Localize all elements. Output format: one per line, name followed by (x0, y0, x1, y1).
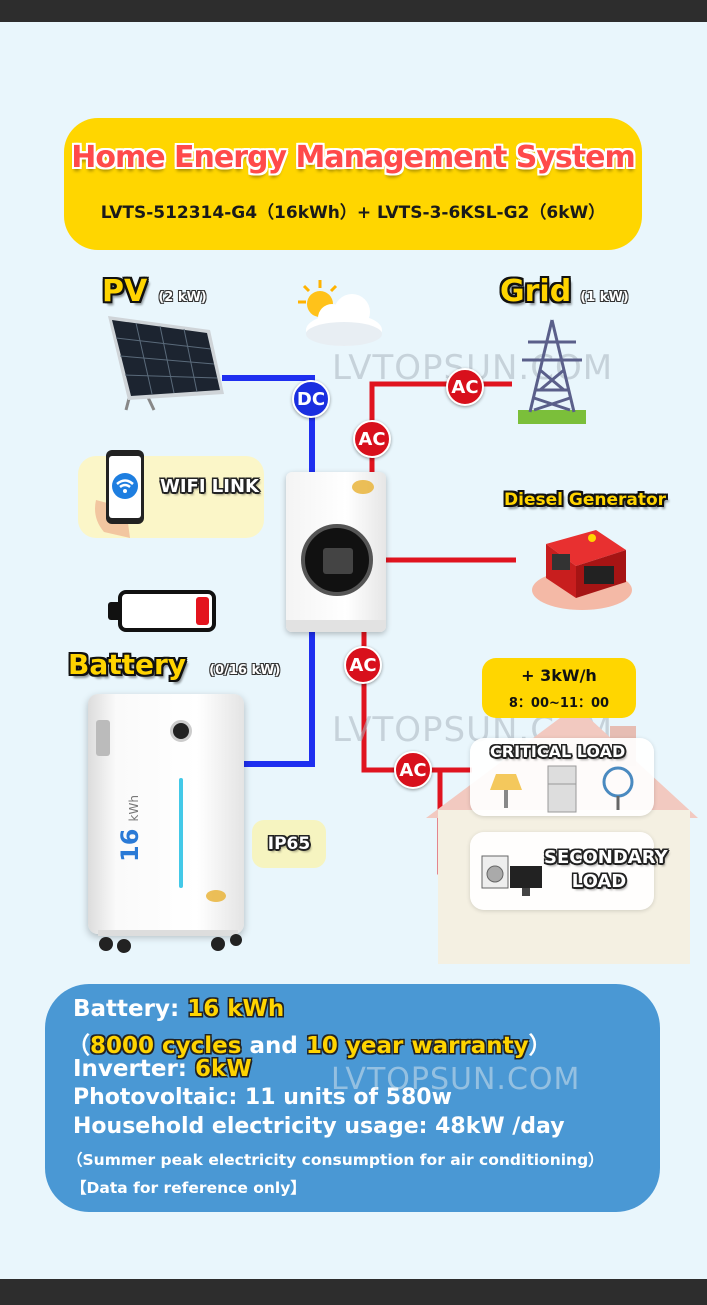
secondary-load-card: SECONDARY LOAD (470, 832, 668, 910)
warranty-spec-line: （8000 cycles and 10 year warranty） (67, 1026, 552, 1060)
battery-spec-value: 16 kWh (187, 996, 285, 1022)
appliances-icon (490, 765, 634, 813)
battery-terminal (108, 602, 118, 620)
inverter-spec-value: 6kW (195, 1056, 252, 1082)
title-banner: Home Energy Management System LVTS-51231… (64, 118, 642, 250)
dc-line-pv (222, 375, 315, 474)
ac-line-grid (369, 381, 512, 474)
inverter-spec-line: Inverter: 6kW (73, 1056, 252, 1082)
diesel-generator-label: Diesel Generator (504, 490, 667, 510)
schedule-tag: + 3kW/h 8：00~11：00 (482, 658, 636, 718)
usage-spec-line: Household electricity usage: 48kW /day (73, 1114, 565, 1139)
battery-logo-icon (206, 890, 226, 902)
grid-label-group: Grid (1 kW) (500, 274, 629, 309)
power-button-icon (170, 720, 192, 742)
pv-spec-line: Photovoltaic: 11 units of 580w (73, 1085, 452, 1110)
battery-spec-label: Battery: (73, 996, 188, 1022)
watermark-3: LVTOPSUN.COM (331, 1062, 581, 1097)
battery-wheels-icon (98, 930, 242, 953)
inverter-spec-label: Inverter: (73, 1056, 196, 1082)
battery-spec-line: Battery: 16 kWh (73, 996, 284, 1022)
model-subtitle: LVTS-512314-G4（16kWh）+ LVTS-3-6KSL-G2（6k… (100, 203, 606, 223)
wifi-link-label: WIFI LINK (160, 476, 259, 497)
specs-info-box: Battery: 16 kWh （8000 cycles and 10 year… (45, 984, 660, 1212)
battery-note: (0/16 kW) (209, 663, 281, 678)
and-text: and (241, 1033, 306, 1059)
reference-note-line: 【Data for reference only】 (71, 1179, 306, 1197)
battery-label-group: Battery (0/16 kW) (68, 648, 280, 681)
battery-label: Battery (68, 648, 187, 681)
battery-level-icon (118, 590, 216, 632)
battery-unit: 16 kWh (88, 694, 244, 934)
inverter-display (301, 524, 373, 596)
pv-label: PV (102, 274, 148, 309)
solar-panel-icon (108, 316, 224, 411)
battery-led-strip (179, 778, 183, 888)
schedule-power: + 3kW/h (521, 666, 597, 685)
cycles-value: 8000 cycles (90, 1033, 242, 1059)
warranty-value: 10 year warranty (305, 1033, 529, 1059)
ac-node-inverter: AC (353, 420, 391, 458)
sun-cloud-icon (298, 280, 382, 346)
generator-icon (532, 530, 632, 610)
battery-capacity-mark: 16 (116, 828, 144, 862)
page-title: Home Energy Management System (71, 140, 635, 175)
grid-label: Grid (500, 274, 572, 309)
paren-close: ） (528, 1033, 552, 1059)
battery-level-fill (196, 597, 209, 625)
battery-unit-mark: kWh (127, 795, 141, 822)
pv-note: (2 kW) (158, 290, 207, 305)
phone-hand-icon (95, 450, 144, 538)
ac-node-loads: AC (394, 751, 432, 789)
critical-load-card: CRITICAL LOAD (470, 738, 654, 816)
dc-line-battery (242, 630, 315, 767)
wifi-link-card: WIFI LINK (78, 450, 264, 538)
ac-node-grid: AC (446, 368, 484, 406)
washer-tv-icon (481, 855, 542, 896)
inverter-screen (323, 548, 353, 574)
schedule-time: 8：00~11：00 (508, 696, 610, 711)
diagram-canvas: Home Energy Management System LVTS-51231… (0, 22, 707, 1279)
ac-node-output: AC (344, 646, 382, 684)
pv-label-group: PV (2 kW) (102, 274, 207, 309)
dc-node-pv: DC (292, 380, 330, 418)
critical-load-label: CRITICAL LOAD (490, 742, 626, 761)
grid-note: (1 kW) (580, 290, 629, 305)
inverter-logo-icon (352, 480, 374, 494)
paren-open: （ (67, 1033, 90, 1059)
power-tower-icon (518, 319, 586, 424)
ip65-badge: IP65 (252, 820, 326, 868)
summer-note-line: （Summer peak electricity consumption for… (67, 1151, 604, 1169)
secondary-load-label-line1: SECONDARY (544, 847, 668, 868)
inverter-unit (286, 472, 386, 632)
secondary-load-label-line2: LOAD (571, 871, 627, 892)
